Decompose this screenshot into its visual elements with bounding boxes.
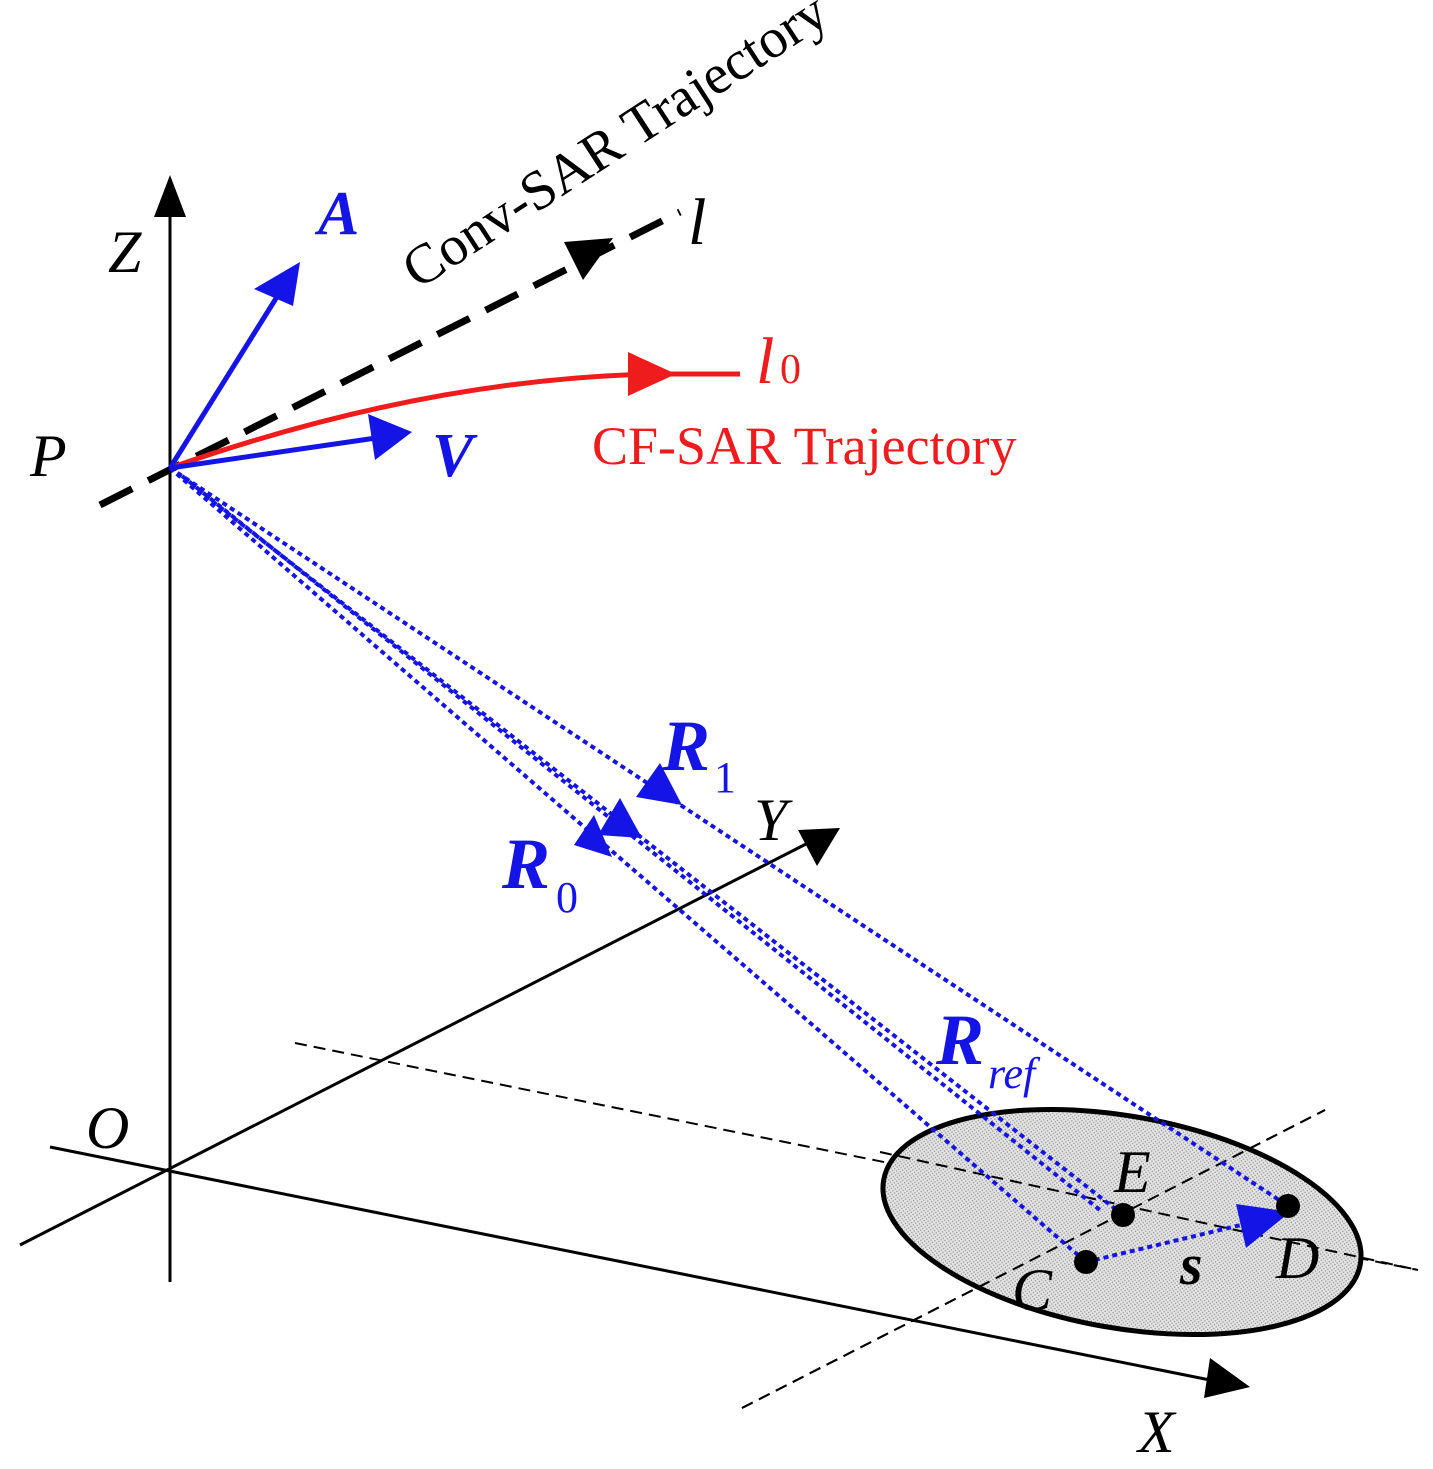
vector-v-line <box>169 435 377 471</box>
z-axis-arrowhead <box>154 175 186 217</box>
vector-rref-subscript: ref <box>988 1049 1041 1098</box>
r1-arrowhead <box>636 763 682 805</box>
line-l-label: l <box>688 186 706 259</box>
vector-s-label: s <box>1179 1232 1203 1297</box>
r1-dotted-line <box>168 466 1290 1208</box>
x-axis-arrowhead <box>1204 1358 1250 1398</box>
rref-dotted-line <box>168 466 1125 1217</box>
vector-v-arrowhead <box>368 414 412 460</box>
line-l0-main: l <box>756 325 774 398</box>
point-e-dot <box>1111 1203 1135 1227</box>
cf-sar-trajectory-label: CF-SAR Trajectory <box>592 416 1017 476</box>
point-c-label: C <box>1012 1257 1053 1323</box>
cf-sar-direction-arrowhead <box>628 352 676 396</box>
r0-dotted-line <box>168 466 1088 1264</box>
vector-rref-main: R <box>935 1000 984 1080</box>
point-c-dot <box>1074 1250 1098 1274</box>
s-vector-dotted-line <box>1085 1218 1263 1264</box>
point-d-label: D <box>1275 1225 1319 1291</box>
r0-arrowhead <box>574 815 612 857</box>
y-axis <box>19 841 809 1247</box>
vector-a-line <box>167 290 283 470</box>
vector-r0-main: R <box>501 824 550 904</box>
line-l0-label: l 0 <box>756 325 801 398</box>
x-axis <box>49 1145 1211 1382</box>
vector-a-arrowhead <box>254 262 300 306</box>
axis-x-label: X <box>1136 1399 1177 1465</box>
line-l0-subscript: 0 <box>780 347 801 393</box>
r-extra-dotted-line <box>180 474 1102 1212</box>
vector-v-label: V <box>432 422 478 490</box>
vector-r0-label: R 0 <box>501 824 578 922</box>
point-p-label: P <box>29 423 67 489</box>
conv-sar-direction-arrowhead <box>564 238 613 280</box>
vector-r1-subscript: 1 <box>714 753 736 802</box>
axis-y-label: Y <box>754 787 793 853</box>
y-axis-arrowhead <box>798 828 840 866</box>
vector-r0-subscript: 0 <box>556 873 578 922</box>
vector-r1-main: R <box>661 706 710 786</box>
range-vectors <box>168 466 1290 1264</box>
axis-z-label: Z <box>108 219 142 285</box>
vector-a-label: A <box>314 180 359 248</box>
point-e-label: E <box>1113 1139 1151 1205</box>
ground-dashed-line-diagonal-overlay <box>741 1109 1326 1409</box>
conv-sar-trajectory-label: Conv-SAR Trajectory <box>391 0 838 301</box>
s-vector-arrowhead <box>1236 1204 1290 1248</box>
origin-label: O <box>86 1095 129 1161</box>
ground-dashed-line-horizontal-overlay <box>879 1151 1419 1271</box>
vector-r1-label: R 1 <box>661 706 736 802</box>
rref-arrowhead <box>598 798 642 838</box>
point-d-dot <box>1276 1194 1300 1218</box>
vector-rref-label: R ref <box>935 1000 1041 1098</box>
cf-sar-trajectory-curve <box>169 371 740 471</box>
